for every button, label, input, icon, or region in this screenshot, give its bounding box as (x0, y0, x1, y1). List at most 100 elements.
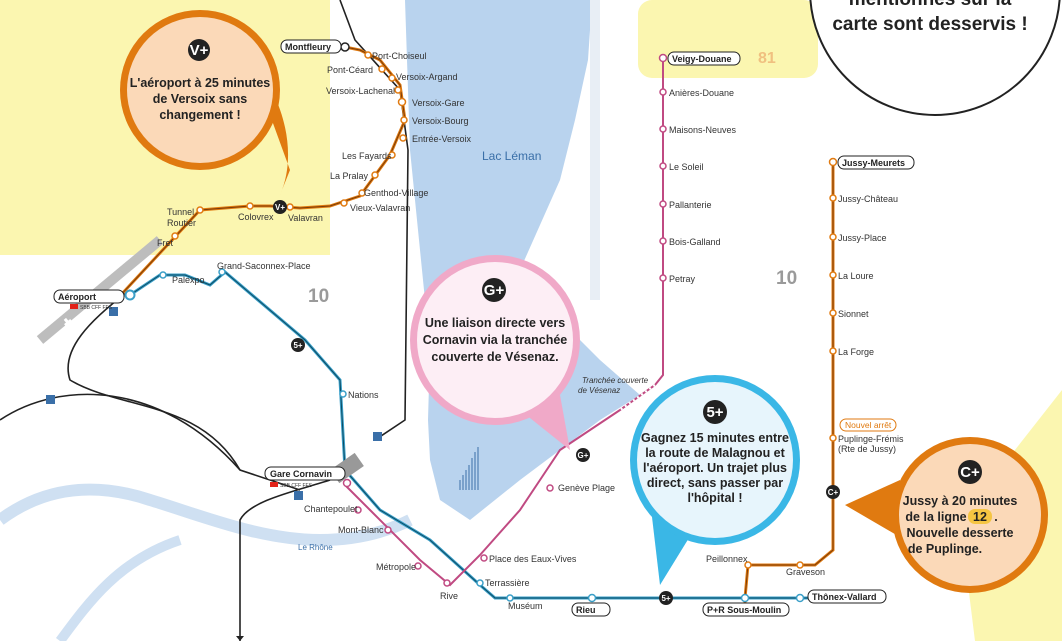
stop-versoix-argand[interactable] (388, 74, 396, 82)
stop-entree-versoix[interactable] (399, 134, 407, 142)
stop-tunnel-routier[interactable] (196, 206, 204, 214)
svg-text:5+: 5+ (661, 594, 670, 603)
zone-label-1: 10 (308, 286, 329, 307)
stop-fret[interactable] (171, 232, 179, 240)
callout-g-line2: Cornavin via la tranchée (423, 333, 568, 347)
stop-rieu[interactable] (587, 593, 597, 603)
svg-text:5+: 5+ (293, 341, 302, 350)
stop-grand-saconnex[interactable] (218, 268, 226, 276)
stop-pont-ceard[interactable] (378, 65, 386, 73)
stop-nations[interactable] (339, 390, 347, 398)
stop-bois-galland[interactable] (659, 237, 667, 245)
stop-puplinge-fremis[interactable] (829, 434, 837, 442)
stop-versoix-lachenal[interactable] (394, 86, 402, 94)
stop-rive[interactable] (443, 579, 451, 587)
label-valavran: Valavran (288, 213, 323, 223)
stop-la-forge[interactable] (829, 347, 837, 355)
stop-jussy-meurets[interactable] (828, 157, 838, 167)
stop-palexpo[interactable] (159, 271, 167, 279)
stop-la-loure[interactable] (829, 271, 837, 279)
stop-petray[interactable] (659, 274, 667, 282)
stops-line-v (171, 51, 408, 240)
callout-g-line3: couverte de Vésenaz. (431, 350, 558, 364)
line-badge-c: C+ (826, 485, 840, 499)
stop-terrassiere[interactable] (476, 579, 484, 587)
line-badge-5-nations: 5+ (291, 338, 305, 352)
stop-metropole[interactable] (414, 562, 422, 570)
callout-5-line2: la route de Malagnou et (645, 446, 785, 460)
river-label: Le Rhône (298, 543, 333, 552)
label-pr-sous-moulin: P+R Sous-Moulin (707, 605, 781, 615)
label-puplinge-1: Puplinge-Frémis (838, 434, 904, 444)
stop-thonex-vallard[interactable] (795, 593, 805, 603)
stop-vieux-valavran[interactable] (340, 199, 348, 207)
stop-pr-sous-moulin[interactable] (740, 593, 750, 603)
zone-yellow-top-right (638, 0, 818, 78)
callout-c-badge: C+ (960, 464, 980, 481)
bike-icon-1 (46, 395, 55, 404)
callout-v-badge: V+ (190, 42, 209, 59)
label-jussy-place: Jussy-Place (838, 233, 887, 243)
callout-c-line-number: 12 (973, 510, 987, 524)
stop-genthod-village[interactable] (358, 189, 366, 197)
stop-versoix-bourg[interactable] (400, 116, 408, 124)
label-pallanterie: Pallanterie (669, 200, 712, 210)
stop-versoix-gare[interactable] (397, 97, 407, 107)
bike-icon-2 (109, 307, 118, 316)
stop-jussy-place[interactable] (829, 233, 837, 241)
rhone-river (0, 483, 413, 547)
label-rieu: Rieu (576, 605, 596, 615)
stop-peillonnex[interactable] (744, 561, 752, 569)
label-aeroport: Aéroport (58, 292, 96, 302)
svg-text:V+: V+ (275, 203, 285, 212)
stop-chantepoulet[interactable] (354, 506, 362, 514)
callout-5-line3: l'aéroport. Un trajet plus (643, 461, 787, 475)
lake-inlet (590, 0, 600, 300)
stop-maisons-neuves[interactable] (659, 125, 667, 133)
svg-text:C+: C+ (828, 488, 839, 497)
bike-icon-3 (373, 432, 382, 441)
label-tunnel-routier-1: Tunnel (167, 207, 194, 217)
svg-text:G+: G+ (578, 451, 589, 460)
label-puplinge-2: (Rte de Jussy) (838, 444, 896, 454)
line-g-route (344, 58, 664, 587)
stop-anieres-douane[interactable] (659, 88, 667, 96)
callout-v: V+ L'aéroport à 25 minutes de Versoix sa… (120, 10, 290, 195)
label-versoix-gare: Versoix-Gare (412, 98, 465, 108)
label-sionnet: Sionnet (838, 309, 869, 319)
stop-la-pralay[interactable] (371, 171, 379, 179)
lake-hatching (459, 447, 479, 490)
stop-le-soleil[interactable] (659, 162, 667, 170)
stop-colovrex[interactable] (246, 202, 254, 210)
stop-valavran[interactable] (286, 203, 294, 211)
stop-pallanterie[interactable] (659, 200, 667, 208)
stops-line-g (354, 53, 668, 587)
stop-musee[interactable] (506, 594, 514, 602)
stop-veigy-douane[interactable] (658, 53, 668, 63)
label-maisons-neuves: Maisons-Neuves (669, 125, 737, 135)
label-sbb-aeroport: SBB CFF FFS (80, 305, 113, 311)
label-la-loure: La Loure (838, 271, 874, 281)
stop-gare-cornavin[interactable] (342, 478, 352, 488)
line-badge-5-rieu: 5+ (659, 591, 673, 605)
callout-5: 5+ Gagnez 15 minutes entre la route de M… (630, 375, 800, 585)
label-palexpo: Palexpo (172, 275, 205, 285)
label-eaux-vives: Place des Eaux-Vives (489, 554, 577, 564)
stop-jussy-chateau[interactable] (829, 194, 837, 202)
stop-port-choiseul[interactable] (364, 51, 372, 59)
label-musee: Muséum (508, 601, 543, 611)
airplane-icon (61, 317, 79, 333)
stop-graveson[interactable] (796, 561, 804, 569)
stop-geneve-plage[interactable] (546, 484, 554, 492)
stop-les-fayards[interactable] (388, 151, 396, 159)
corner-text-1: mentionnés sur la (849, 0, 1012, 10)
stop-sionnet[interactable] (829, 309, 837, 317)
stop-montfleury[interactable] (340, 42, 350, 52)
stop-aeroport[interactable] (124, 289, 136, 301)
label-new-stop: Nouvel arrêt (845, 420, 892, 430)
stop-eaux-vives[interactable] (480, 554, 488, 562)
stop-mont-blanc[interactable] (384, 526, 392, 534)
label-vieux-valavran: Vieux-Valavran (350, 203, 410, 213)
callout-v-line2: de Versoix sans (153, 92, 248, 106)
rail-line-south (239, 479, 331, 641)
